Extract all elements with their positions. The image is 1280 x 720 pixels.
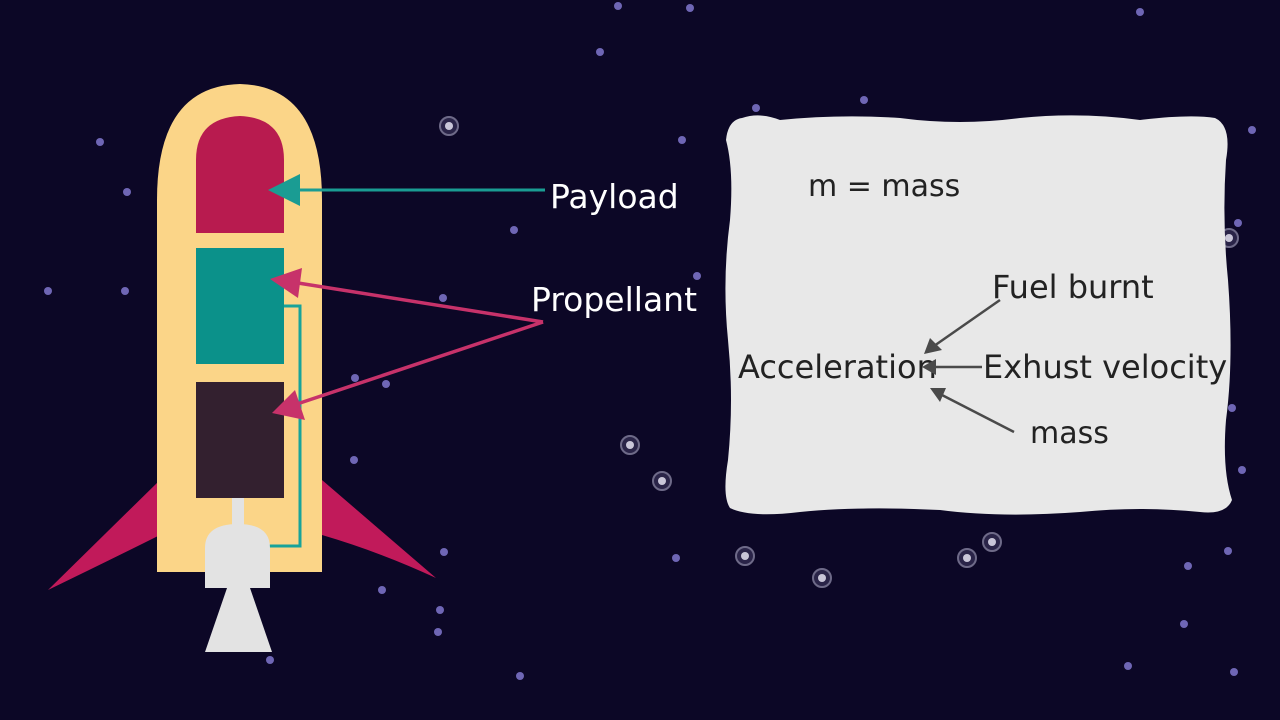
fuel-burnt-arrow-head [924,338,942,354]
star [121,287,129,295]
bright-star-core [658,477,666,485]
bright-star-core [741,552,749,560]
star [1248,126,1256,134]
star [1228,404,1236,412]
star [752,104,760,112]
star [693,272,701,280]
star [439,294,447,302]
star [1234,219,1242,227]
star [382,380,390,388]
star [614,2,622,10]
bright-star-core [963,554,971,562]
right-fin [322,480,436,578]
star [686,4,694,12]
star [1230,668,1238,676]
propellant-arrow-top-head [270,268,302,298]
mass-label: mass [1030,416,1109,451]
bright-star-core [818,574,826,582]
star [510,226,518,234]
payload-label: Payload [550,177,679,216]
mass-definition: m = mass [808,169,960,204]
star [123,188,131,196]
star-field [44,2,1256,680]
exhaust-velocity-label: Exhust velocity [983,348,1227,386]
payload-arrow-head [268,174,300,206]
bright-star-core [626,441,634,449]
star [596,48,604,56]
panel-arrows [922,298,1015,434]
feed-line [268,304,302,548]
star [1184,562,1192,570]
star [440,548,448,556]
propellant-arrow-bottom-head [272,390,305,420]
star [1238,466,1246,474]
engine-nozzle [205,498,272,652]
star [436,606,444,614]
star [860,96,868,104]
exhaust-velocity-arrow-head [922,359,936,375]
star [351,374,359,382]
fuel-burnt-arrow [933,298,1001,348]
acceleration-label: Acceleration [738,348,937,386]
star [266,656,274,664]
star [672,554,680,562]
propellant-arrow-top [297,281,544,324]
bright-star-core [988,538,996,546]
star [44,287,52,295]
propellant-arrow-bottom [296,320,544,406]
star [1136,8,1144,16]
bright-star-core [445,122,453,130]
left-fin [48,480,160,590]
star [96,138,104,146]
star [350,456,358,464]
star [378,586,386,594]
star [678,136,686,144]
fuel-burnt-label: Fuel burnt [992,268,1154,306]
star [1180,620,1188,628]
star [516,672,524,680]
star [434,628,442,636]
payload-compartment [196,116,284,233]
propellant-label: Propellant [531,280,697,319]
star [1224,547,1232,555]
propellant-tank-top [196,248,284,364]
propellant-tank-bottom [196,382,284,498]
mass-arrow [939,392,1015,434]
bright-star-core [1225,234,1233,242]
star [1124,662,1132,670]
mass-arrow-head [930,388,946,402]
